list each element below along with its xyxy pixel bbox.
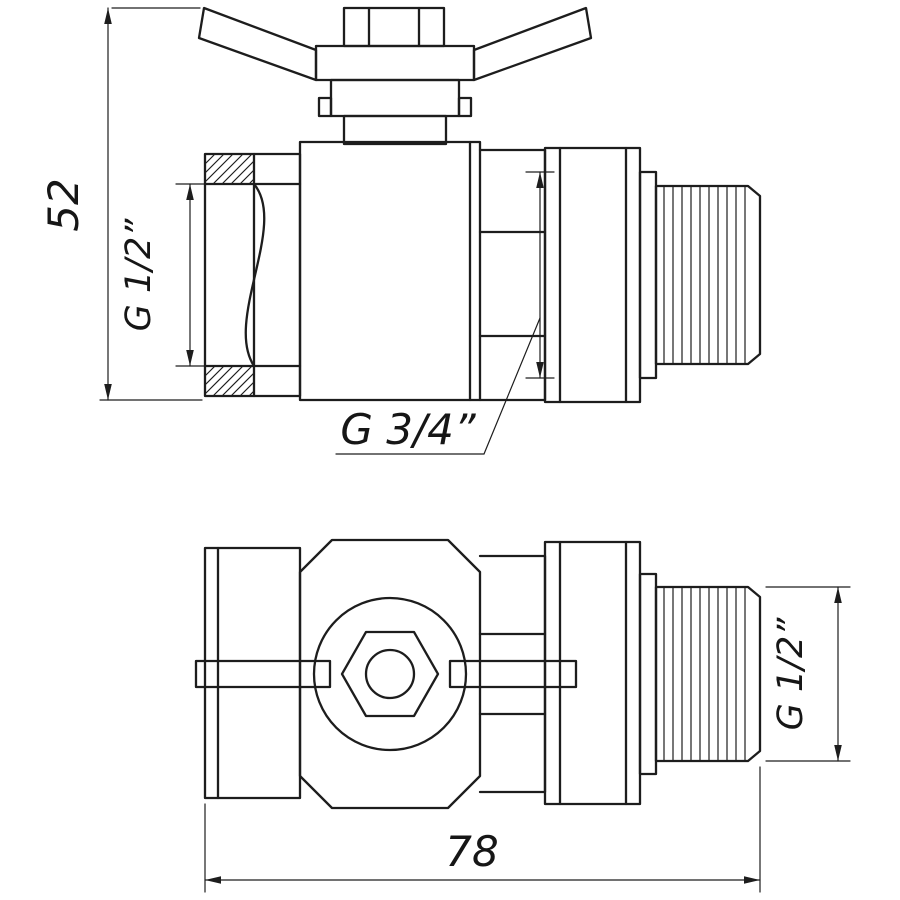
dimension-label-male-thread: G 1/2” <box>771 617 811 731</box>
dimension-union-thread: G 3/4” <box>335 171 555 455</box>
dimension-label-union-thread: G 3/4” <box>340 405 476 454</box>
handle-left-wing <box>197 6 318 82</box>
butterfly-handle <box>197 6 593 82</box>
valve-stem <box>317 78 473 146</box>
leader-line <box>335 317 541 455</box>
union-nut-front <box>478 146 642 404</box>
dimension-label-female-thread: G 1/2” <box>119 218 159 332</box>
valve-body-plan <box>298 538 482 810</box>
union-nut-plan <box>478 540 642 806</box>
male-thread-front <box>638 170 762 380</box>
hatch-top <box>205 154 255 184</box>
stem-circle <box>364 648 416 700</box>
dimension-male-thread: G 1/2” <box>765 586 851 762</box>
dimension-label-52: 52 <box>39 178 88 231</box>
stem-hex <box>340 630 440 718</box>
handle-bar-plan <box>194 659 578 689</box>
valve-body-front <box>298 140 482 402</box>
female-thread-section <box>203 152 302 398</box>
plan-view: G 1/2” 78 <box>194 538 851 893</box>
dimension-height-52: 52 <box>39 7 203 401</box>
dimension-female-thread: G 1/2” <box>119 183 206 367</box>
ball-circle <box>312 596 468 752</box>
male-thread-plan <box>638 572 762 776</box>
hatch-bottom <box>205 366 255 396</box>
front-view: 52 G 1/2” G 3/4” <box>39 6 762 455</box>
dimension-label-78: 78 <box>445 827 498 876</box>
female-end-plan <box>203 546 302 800</box>
dimension-width-78: 78 <box>204 766 761 893</box>
handle-right-wing <box>472 6 593 82</box>
